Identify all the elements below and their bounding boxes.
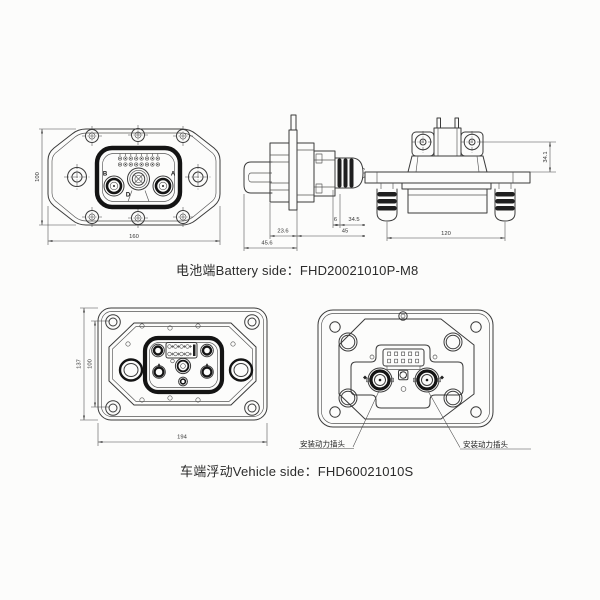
- dim-label-height: 100: [35, 172, 41, 182]
- inner-octagon: [108, 322, 257, 406]
- floating-cross-plate: [350, 344, 464, 409]
- guide-hole-right: [228, 358, 254, 382]
- ring-terminal-right: [461, 131, 483, 153]
- battery-rear-view: 120 34.1: [364, 117, 556, 241]
- lower-socket: [178, 376, 188, 387]
- battery-front-view: B A D 100 160: [35, 124, 221, 245]
- busbar-blade: [243, 161, 273, 194]
- terminal-a: [152, 175, 174, 197]
- terminal-a-label: A: [171, 172, 176, 178]
- ring-terminal-left: [412, 131, 434, 153]
- dim-width-160: 160: [47, 206, 221, 245]
- dim-inner-height-100: 100: [88, 320, 109, 408]
- terminal-b: [103, 175, 125, 197]
- dim-label-6: 6: [334, 217, 337, 223]
- center-keyway: [398, 369, 409, 381]
- dim-label-137: 137: [77, 359, 83, 369]
- flange-outline: [47, 128, 221, 226]
- signal-pin-block: [165, 342, 198, 359]
- screw-holes: [125, 323, 236, 403]
- power-terminal-left: [364, 366, 396, 394]
- dim-label-194: 194: [177, 435, 187, 441]
- connector-core: [142, 335, 225, 395]
- corner-bushings: [338, 332, 463, 408]
- rear-housing: [296, 142, 336, 203]
- dim-label-100: 100: [88, 359, 94, 369]
- mounting-plate: [364, 171, 531, 184]
- dim-label-45-6: 45.6: [261, 241, 272, 247]
- dim-label-120: 120: [441, 231, 451, 237]
- housing-outline: [317, 309, 494, 428]
- signal-pin-field: [117, 153, 160, 167]
- dim-width-120: 120: [386, 222, 506, 241]
- center-stud: [170, 357, 192, 375]
- vehicle-plug-view: 安装动力插头 安装动力插头: [299, 309, 531, 450]
- keying-mark-right: [440, 375, 444, 380]
- dim-6-and-34-5: 6 34.5: [332, 190, 365, 228]
- aux-socket-top-left: [151, 343, 165, 358]
- dim-height-34-1: 34.1: [481, 141, 556, 173]
- annotation-right: 安装动力插头: [427, 390, 531, 450]
- dim-label-23-6: 23.6: [277, 229, 288, 235]
- terminal-b-label: B: [103, 172, 108, 178]
- aux-socket-top-right: [200, 343, 214, 358]
- inner-octagon: [338, 318, 475, 420]
- power-terminal-right: [411, 366, 443, 394]
- terminal-posts: [411, 117, 484, 157]
- power-socket-left: [152, 363, 166, 379]
- dim-outer-height-137: 137: [77, 307, 98, 421]
- front-housing: [269, 142, 290, 203]
- mounting-holes: [63, 124, 212, 229]
- dim-label-34-5: 34.5: [348, 217, 359, 223]
- keying-mark-left: [363, 375, 367, 380]
- terminal-d-stud: [127, 167, 150, 191]
- battery-side-view: 6 34.5 23.6 45 45.6: [243, 114, 365, 251]
- annotation-left: 安装动力插头: [299, 390, 380, 449]
- dim-label-width: 160: [129, 234, 139, 240]
- sealing-boot: [334, 157, 365, 189]
- annotation-right-text: 安装动力插头: [463, 439, 508, 449]
- dim-width-194: 194: [97, 423, 268, 446]
- annotation-left-text: 安装动力插头: [300, 439, 345, 449]
- signal-pin-block: [382, 348, 425, 370]
- vehicle-caption: 车端浮动Vehicle side：FHD60021010S: [180, 464, 414, 479]
- housing-outline: [97, 307, 268, 421]
- battery-caption: 电池端Battery side：FHD20021010P-M8: [176, 263, 419, 278]
- keyway-lines: [127, 190, 150, 202]
- dim-label-45: 45: [342, 229, 348, 235]
- dim-23-6-and-45: 23.6 45: [269, 203, 365, 251]
- top-pilot-hole: [398, 311, 408, 321]
- dim-label-34-1: 34.1: [543, 151, 549, 162]
- vehicle-front-view: 137 100 194: [77, 307, 268, 446]
- dim-height-100: 100: [35, 128, 76, 226]
- power-socket-right: [200, 363, 214, 379]
- connector-core: B A D: [94, 145, 183, 210]
- housing-body: [364, 155, 531, 214]
- terminal-d-label: D: [126, 193, 131, 199]
- dim-45-6: 45.6: [243, 194, 298, 251]
- guide-hole-left: [118, 358, 144, 382]
- flange-plate: [288, 114, 298, 211]
